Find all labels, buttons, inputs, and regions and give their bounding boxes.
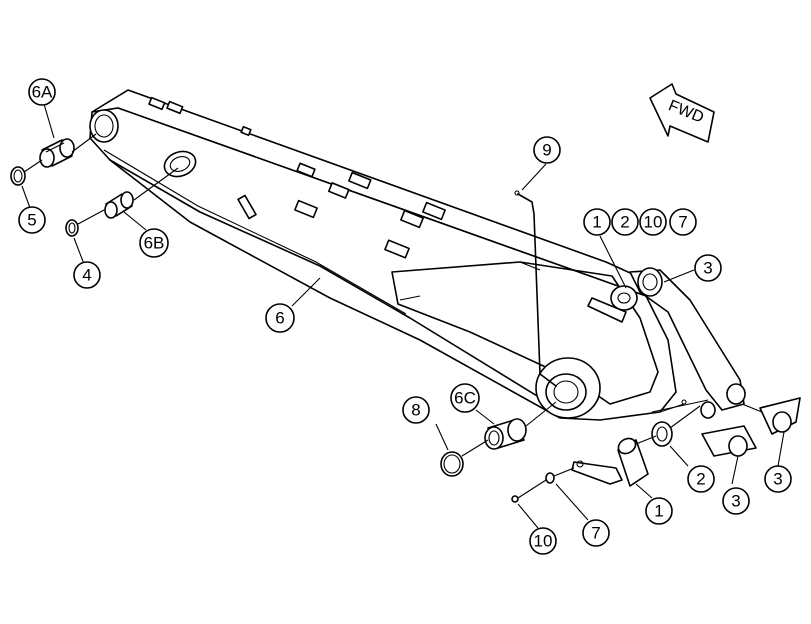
callout-7-top: 7 (669, 208, 697, 236)
callout-2-top: 2 (611, 208, 639, 236)
callout-3-middle: 3 (722, 487, 750, 515)
svg-text:4: 4 (82, 266, 91, 285)
svg-text:7: 7 (678, 213, 687, 232)
forward-direction-arrow: FWD (649, 83, 715, 143)
bolt-10 (511, 495, 519, 503)
svg-text:10: 10 (644, 213, 663, 232)
ring-5 (10, 166, 26, 186)
callout-7-bottom: 7 (582, 519, 610, 547)
spacer-2 (651, 421, 673, 447)
svg-text:7: 7 (591, 524, 600, 543)
ring-4 (65, 219, 79, 237)
svg-text:6C: 6C (454, 389, 476, 408)
svg-text:2: 2 (696, 470, 705, 489)
svg-text:3: 3 (703, 259, 712, 278)
shim-3a (701, 425, 757, 457)
callout-5: 5 (18, 206, 46, 234)
callout-3-right: 3 (764, 465, 792, 493)
bushing-6b (104, 191, 134, 219)
pin-1 (571, 437, 649, 487)
callout-10-bottom: 10 (529, 527, 557, 555)
callout-8: 8 (402, 396, 430, 424)
svg-text:2: 2 (620, 213, 629, 232)
svg-text:1: 1 (654, 502, 663, 521)
leader-lines (21, 103, 785, 529)
callout-6c: 6C (450, 383, 480, 413)
callout-6a: 6A (28, 78, 56, 106)
callout-4: 4 (73, 261, 101, 289)
callout-9: 9 (533, 136, 561, 164)
svg-text:3: 3 (731, 492, 740, 511)
svg-text:10: 10 (534, 532, 553, 551)
svg-text:9: 9 (542, 141, 551, 160)
callout-1-bottom: 1 (645, 497, 673, 525)
callout-2-bottom: 2 (687, 465, 715, 493)
svg-text:6A: 6A (32, 83, 53, 102)
grease-line-9 (517, 193, 557, 387)
boom-arm (89, 89, 746, 421)
svg-text:6B: 6B (144, 234, 165, 253)
bushing-6a (39, 138, 75, 168)
svg-text:5: 5 (27, 211, 36, 230)
svg-text:3: 3 (773, 470, 782, 489)
svg-text:8: 8 (411, 401, 420, 420)
svg-text:6: 6 (275, 309, 284, 328)
svg-text:1: 1 (592, 213, 601, 232)
callout-6: 6 (265, 303, 295, 333)
callout-10-top: 10 (639, 208, 667, 236)
top-pads (148, 96, 446, 259)
callout-3-top: 3 (694, 254, 722, 282)
bushing-6c (484, 418, 527, 450)
washer-7 (545, 472, 555, 484)
callout-6b: 6B (139, 228, 169, 258)
callout-1-top: 1 (583, 208, 611, 236)
